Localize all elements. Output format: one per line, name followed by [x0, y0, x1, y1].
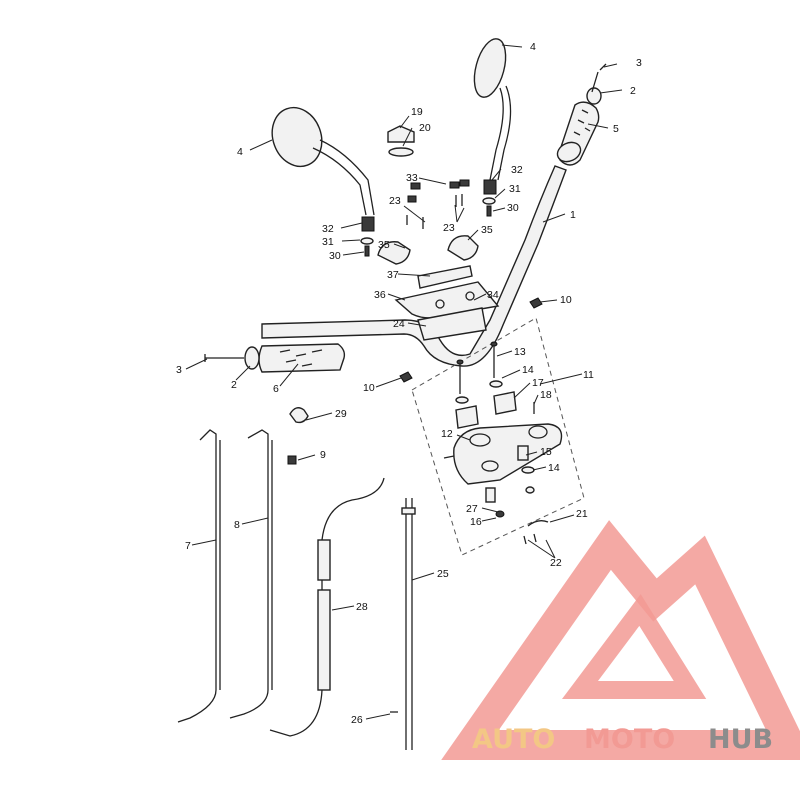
callout-33: 33 [406, 172, 418, 184]
top-yoke-12 [453, 423, 563, 485]
left-mirror [271, 106, 375, 216]
callout-24: 24 [393, 318, 405, 330]
callout-28: 28 [356, 601, 368, 613]
callout-23: 23 [443, 222, 455, 234]
callout-10: 10 [363, 382, 375, 394]
callout-8: 8 [234, 519, 240, 531]
callout-27: 27 [466, 503, 478, 515]
clamp-bolts [406, 179, 470, 229]
cable-8 [229, 429, 273, 719]
mirror-fixings [360, 179, 497, 257]
watermark-hub: HUB [708, 724, 773, 755]
switch-clamps [287, 297, 543, 465]
callout-3: 3 [636, 57, 642, 69]
callout-7: 7 [185, 540, 191, 552]
callout-2: 2 [630, 85, 636, 97]
grip-end-weight-2 [586, 87, 602, 105]
callout-36: 36 [374, 289, 386, 301]
callout-30: 30 [507, 202, 519, 214]
callout-22: 22 [550, 557, 562, 569]
right-mirror [473, 38, 512, 181]
callout-6: 6 [273, 383, 279, 395]
callout-32: 32 [511, 164, 523, 176]
grip-screw-3 [591, 63, 607, 93]
callout-4: 4 [530, 41, 536, 53]
left-screw-3 [204, 354, 244, 362]
callout-23: 23 [389, 195, 401, 207]
callout-31: 31 [509, 183, 521, 195]
callout-2: 2 [231, 379, 237, 391]
callout-21: 21 [576, 508, 588, 520]
cable-25 [390, 498, 416, 750]
left-grip-assembly [204, 343, 346, 373]
callout-17: 17 [532, 377, 544, 389]
watermark-logo [441, 520, 800, 760]
callout-29: 29 [335, 408, 347, 420]
leader-lines [185, 44, 623, 720]
left-grip-6 [258, 343, 346, 373]
callout-11: 11 [583, 369, 594, 381]
handlebar-tube [261, 165, 567, 367]
callout-14: 14 [548, 462, 560, 474]
callout-12: 12 [441, 428, 453, 440]
callout-26: 26 [351, 714, 363, 726]
callout-25: 25 [437, 568, 449, 580]
left-bar-end-2 [244, 346, 260, 370]
callout-10: 10 [560, 294, 572, 306]
callout-32: 32 [322, 223, 334, 235]
risers-17 [455, 391, 517, 429]
callout-13: 13 [514, 346, 526, 358]
watermark-auto: AUTO [472, 724, 555, 755]
callout-37: 37 [387, 269, 399, 281]
callout-20: 20 [419, 122, 431, 134]
watermark-wordmark: AUTO MOTO HUB [472, 724, 773, 755]
watermark-moto: MOTO [584, 724, 675, 755]
callout-34: 34 [487, 289, 499, 301]
right-grip-assembly [556, 63, 607, 166]
callout-31: 31 [322, 236, 334, 248]
callout-35: 35 [481, 224, 493, 236]
cable-7 [177, 429, 221, 723]
callout-30: 30 [329, 250, 341, 262]
callout-numbers: 1 2 2 3 3 4 4 5 6 7 8 9 10 10 11 12 13 1… [176, 41, 642, 726]
handlebar-clamps [377, 235, 500, 341]
callout-3: 3 [176, 364, 182, 376]
callout-5: 5 [613, 123, 619, 135]
callout-14: 14 [522, 364, 534, 376]
callout-4: 4 [237, 146, 243, 158]
callout-1: 1 [570, 209, 576, 221]
callout-35: 35 [378, 239, 390, 251]
cable-28 [269, 477, 385, 737]
callout-19: 19 [411, 106, 423, 118]
callout-18: 18 [540, 389, 552, 401]
cap-19-20 [387, 125, 415, 157]
callout-15: 15 [540, 446, 552, 458]
callout-16: 16 [470, 516, 482, 528]
callout-9: 9 [320, 449, 326, 461]
yoke-small-parts [443, 402, 549, 545]
yoke-bolts-13 [455, 341, 503, 404]
